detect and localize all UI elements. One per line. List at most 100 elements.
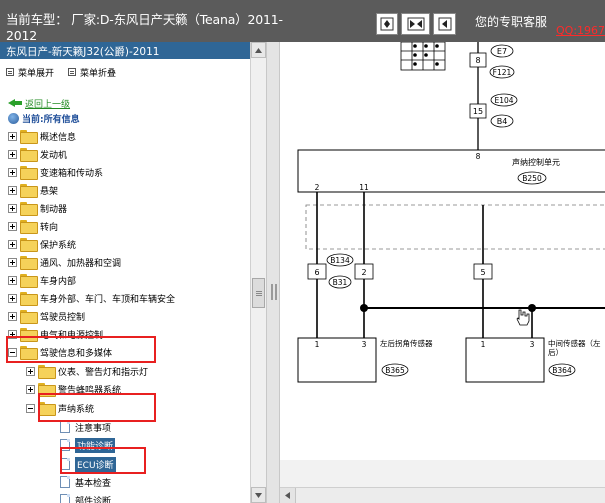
tree-item-label: 通风、加热器和空调 [40, 258, 122, 269]
fit-width-icon [438, 17, 451, 31]
folder-icon [20, 130, 38, 144]
expand-icon[interactable] [8, 131, 17, 141]
tree-item[interactable]: 车身内部 [8, 271, 76, 289]
pin-number: 8 [476, 152, 481, 161]
current-location: 当前:所有信息 [8, 109, 80, 127]
tree-item[interactable]: 制动器 [8, 199, 67, 217]
pin-box [307, 263, 327, 280]
tree-item[interactable]: 发动机 [8, 145, 67, 163]
tree-item-label: 悬架 [40, 186, 59, 197]
tree-item[interactable]: 转向 [8, 217, 58, 235]
pin-number: 5 [480, 268, 485, 277]
tree-item-label: 电气和电源控制 [40, 330, 104, 341]
expand-icon[interactable] [8, 221, 17, 231]
tree-item-label: 驾驶信息和多媒体 [40, 348, 113, 359]
tree-item-label: 制动器 [40, 204, 68, 215]
tree-item-label: 车身外部、车门、车顶和车辆安全 [40, 294, 176, 305]
tree-leaf-label: 部件诊断 [75, 496, 112, 503]
expand-icon[interactable] [8, 275, 17, 285]
shield-box [305, 204, 605, 250]
tree-item-label: 警告蜂鸣器系统 [58, 385, 122, 396]
sidebar-title: 东风日产-新天籁J32(公爵)-2011 [0, 42, 250, 59]
wiring-diagram: E7 8 F121 E104 15 B4 8 声纳控制单元 B250 2 11 … [280, 42, 605, 460]
folder-icon [20, 148, 38, 162]
highlight-box [6, 336, 156, 363]
qq-link[interactable]: QQ:1967 [556, 24, 605, 37]
expand-all-label: 菜单展开 [18, 68, 55, 79]
horizontal-scrollbar[interactable] [280, 487, 605, 503]
junction-dot [360, 304, 368, 312]
scroll-left-button[interactable] [280, 488, 296, 503]
tree-item[interactable]: 变速箱和传动系 [8, 163, 103, 181]
tree-item[interactable]: 保护系统 [8, 235, 76, 253]
tree-leaf[interactable]: 基本检查 [60, 473, 111, 491]
connector-label [490, 93, 518, 107]
scroll-up-button[interactable] [251, 42, 266, 58]
tree-sub-item-expanded[interactable]: 声纳系统 [26, 399, 94, 417]
collapse-icon[interactable] [8, 347, 17, 357]
control-unit-box [297, 149, 605, 193]
service-label: 您的专职客服 [475, 15, 548, 29]
expand-icon[interactable] [8, 167, 17, 177]
collapse-all-button[interactable]: 菜单折叠 [68, 63, 116, 81]
left-sensor-box [297, 337, 377, 383]
pin-number: 1 [315, 340, 320, 349]
pin-number: 2 [361, 268, 366, 277]
tree-sub-item[interactable]: 仪表、警告灯和指示灯 [26, 362, 148, 380]
connector-label [489, 65, 515, 79]
connector-id: B31 [333, 278, 348, 287]
scroll-thumb[interactable] [252, 278, 265, 308]
expand-icon[interactable] [8, 311, 17, 321]
folder-icon [20, 256, 38, 270]
expand-icon[interactable] [8, 203, 17, 213]
hand-cursor-icon [516, 309, 530, 326]
expand-icon[interactable] [8, 257, 17, 267]
fit-width-button[interactable] [433, 13, 456, 35]
tree-leaf[interactable]: ECU诊断 [60, 455, 116, 473]
pin-number: 6 [314, 268, 319, 277]
fit-window-button[interactable] [376, 13, 398, 35]
expand-icon[interactable] [8, 329, 17, 339]
menu-collapse-icon [68, 68, 77, 76]
user-icon [8, 112, 19, 124]
tree-item[interactable]: 通风、加热器和空调 [8, 253, 121, 271]
highlight-box [38, 393, 156, 422]
pin-box [473, 263, 493, 280]
document-icon [60, 494, 70, 503]
expand-icon[interactable] [8, 185, 17, 195]
sidebar-scrollbar[interactable] [250, 42, 266, 503]
folder-icon [20, 184, 38, 198]
tree-item-expanded[interactable]: 驾驶信息和多媒体 [8, 343, 112, 361]
arrow-up-icon [255, 47, 262, 53]
connector-id: E7 [497, 47, 507, 56]
connector-label [490, 44, 514, 58]
tree-leaf[interactable]: 部件诊断 [60, 491, 111, 503]
tree-item[interactable]: 驾驶员控制 [8, 307, 85, 325]
back-link[interactable]: 返回上一级 [8, 94, 70, 112]
expand-icon[interactable] [8, 239, 17, 249]
pin-number: 8 [475, 56, 480, 65]
middle-sensor-label: 中间传感器（左后） [548, 339, 601, 357]
collapse-icon[interactable] [26, 403, 35, 413]
scroll-down-button[interactable] [251, 487, 266, 503]
expand-all-button[interactable]: 菜单展开 [6, 63, 54, 81]
connector-pins [413, 44, 439, 66]
tree-item[interactable]: 车身外部、车门、车顶和车辆安全 [8, 289, 175, 307]
tree-item[interactable]: 悬架 [8, 181, 58, 199]
arrow-down-icon [255, 492, 262, 498]
connector-id: F121 [493, 68, 512, 77]
folder-open-icon [38, 402, 56, 416]
folder-icon [20, 166, 38, 180]
actual-size-icon [407, 17, 424, 31]
tree-item[interactable]: 概述信息 [8, 127, 76, 145]
pin-number: 11 [359, 183, 369, 192]
expand-icon[interactable] [26, 384, 35, 394]
actual-size-button[interactable] [401, 13, 430, 35]
pane-divider[interactable] [266, 42, 280, 503]
expand-icon[interactable] [26, 366, 35, 376]
expand-icon[interactable] [8, 293, 17, 303]
left-sensor-label: 左后拐角传感器 [380, 339, 433, 348]
diagram-toolbar [376, 13, 456, 35]
expand-icon[interactable] [8, 149, 17, 159]
folder-icon [20, 310, 38, 324]
